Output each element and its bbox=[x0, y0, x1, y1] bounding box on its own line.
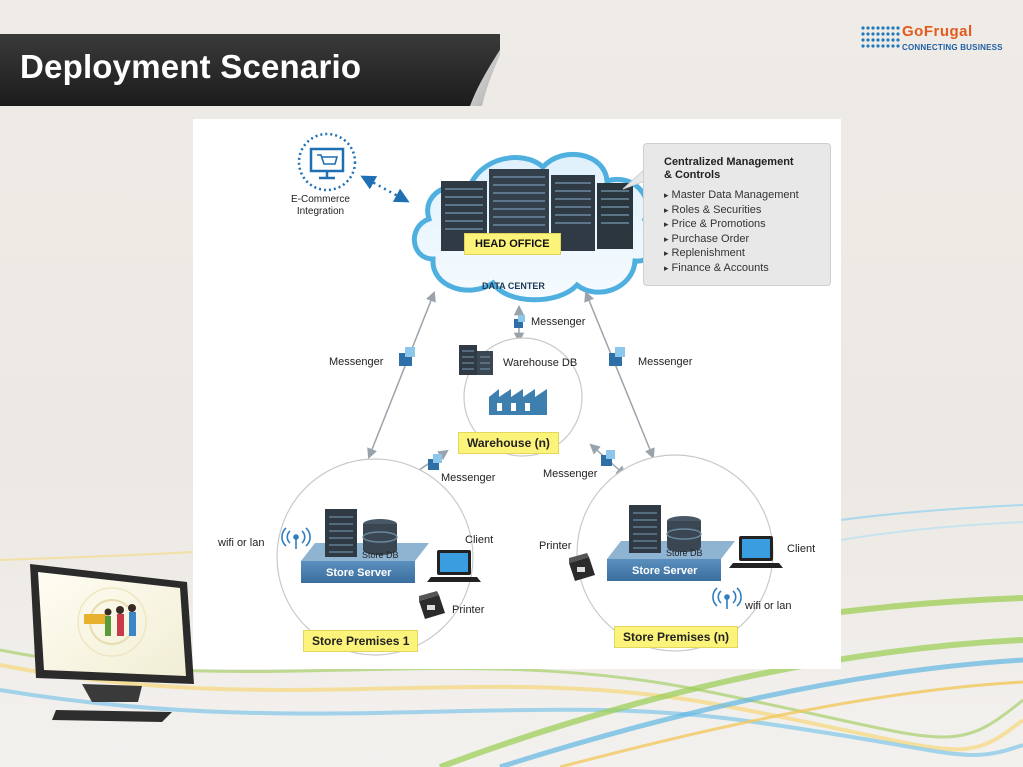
ecommerce-icon bbox=[297, 132, 357, 192]
ecommerce-link bbox=[360, 175, 410, 203]
monitor-icon bbox=[30, 564, 194, 722]
messenger-icon bbox=[428, 454, 442, 470]
store1-wifi-icon bbox=[281, 527, 311, 549]
callout-item: Master Data Management bbox=[664, 188, 799, 203]
page-title: Deployment Scenario bbox=[20, 48, 362, 85]
messenger-label: Messenger bbox=[329, 356, 384, 368]
warehouse-label: Warehouse (n) bbox=[458, 432, 559, 454]
callout-list: Master Data Management Roles & Securitie… bbox=[664, 188, 799, 276]
store1-server-label: Store Server bbox=[326, 567, 392, 579]
messenger-icon bbox=[514, 315, 525, 328]
storeN-wifi-icon bbox=[712, 587, 742, 609]
storeN-client-label: Client bbox=[787, 543, 816, 555]
storeN-db-label: Store DB bbox=[666, 548, 703, 558]
storeN-network-label: wifi or lan bbox=[745, 600, 792, 612]
callout-item: Price & Promotions bbox=[664, 217, 799, 232]
logo-name: GoFrugal bbox=[902, 23, 973, 40]
data-center-label: DATA CENTER bbox=[482, 281, 545, 291]
store1-printer-icon bbox=[419, 591, 445, 619]
messenger-label: Messenger bbox=[531, 316, 586, 328]
logo-dots-icon bbox=[861, 26, 900, 48]
storeN-server-icon bbox=[607, 505, 735, 581]
store1-client-laptop-icon bbox=[427, 550, 481, 582]
storeN-client-laptop-icon bbox=[729, 536, 783, 568]
messenger-icon bbox=[601, 450, 615, 466]
callout-item: Finance & Accounts bbox=[664, 261, 799, 276]
title-banner bbox=[0, 34, 500, 106]
store1-network-label: wifi or lan bbox=[218, 537, 265, 549]
messenger-label: Messenger bbox=[543, 468, 598, 480]
warehouse-db-label: Warehouse DB bbox=[503, 357, 578, 369]
head-office-label: HEAD OFFICE bbox=[464, 233, 561, 255]
gofrugal-logo: GoFrugal CONNECTING BUSINESS bbox=[860, 22, 1010, 58]
store1-label: Store Premises 1 bbox=[303, 630, 419, 652]
ho-store1-link bbox=[367, 291, 436, 459]
centralized-management-callout: Centralized Management & Controls Master… bbox=[643, 143, 831, 286]
callout-title: Centralized Management & Controls bbox=[664, 156, 794, 181]
messenger-icon bbox=[609, 347, 625, 366]
store1-db-label: Store DB bbox=[362, 550, 399, 560]
store1-printer-label: Printer bbox=[452, 604, 485, 616]
callout-item: Replenishment bbox=[664, 246, 799, 261]
messenger-label: Messenger bbox=[638, 356, 693, 368]
callout-item: Purchase Order bbox=[664, 232, 799, 247]
deployment-diagram: E-Commerce Integration HEAD OFFICE DATA … bbox=[193, 119, 841, 669]
store1-server-icon bbox=[301, 509, 429, 583]
store1-client-label: Client bbox=[465, 534, 494, 546]
storeN-label: Store Premises (n) bbox=[614, 626, 739, 648]
callout-item: Roles & Securities bbox=[664, 203, 799, 218]
storeN-server-label: Store Server bbox=[632, 565, 698, 577]
storeN-printer-label: Printer bbox=[539, 540, 572, 552]
factory-icon bbox=[489, 389, 547, 415]
storeN-printer-icon bbox=[569, 553, 595, 581]
logo-tagline: CONNECTING BUSINESS bbox=[902, 43, 1003, 52]
ho-storeN-link bbox=[584, 291, 655, 459]
ecommerce-label: E-Commerce Integration bbox=[291, 194, 350, 217]
warehouse-db-server-icon bbox=[459, 345, 493, 375]
messenger-label: Messenger bbox=[441, 472, 496, 484]
messenger-icon bbox=[399, 347, 415, 366]
